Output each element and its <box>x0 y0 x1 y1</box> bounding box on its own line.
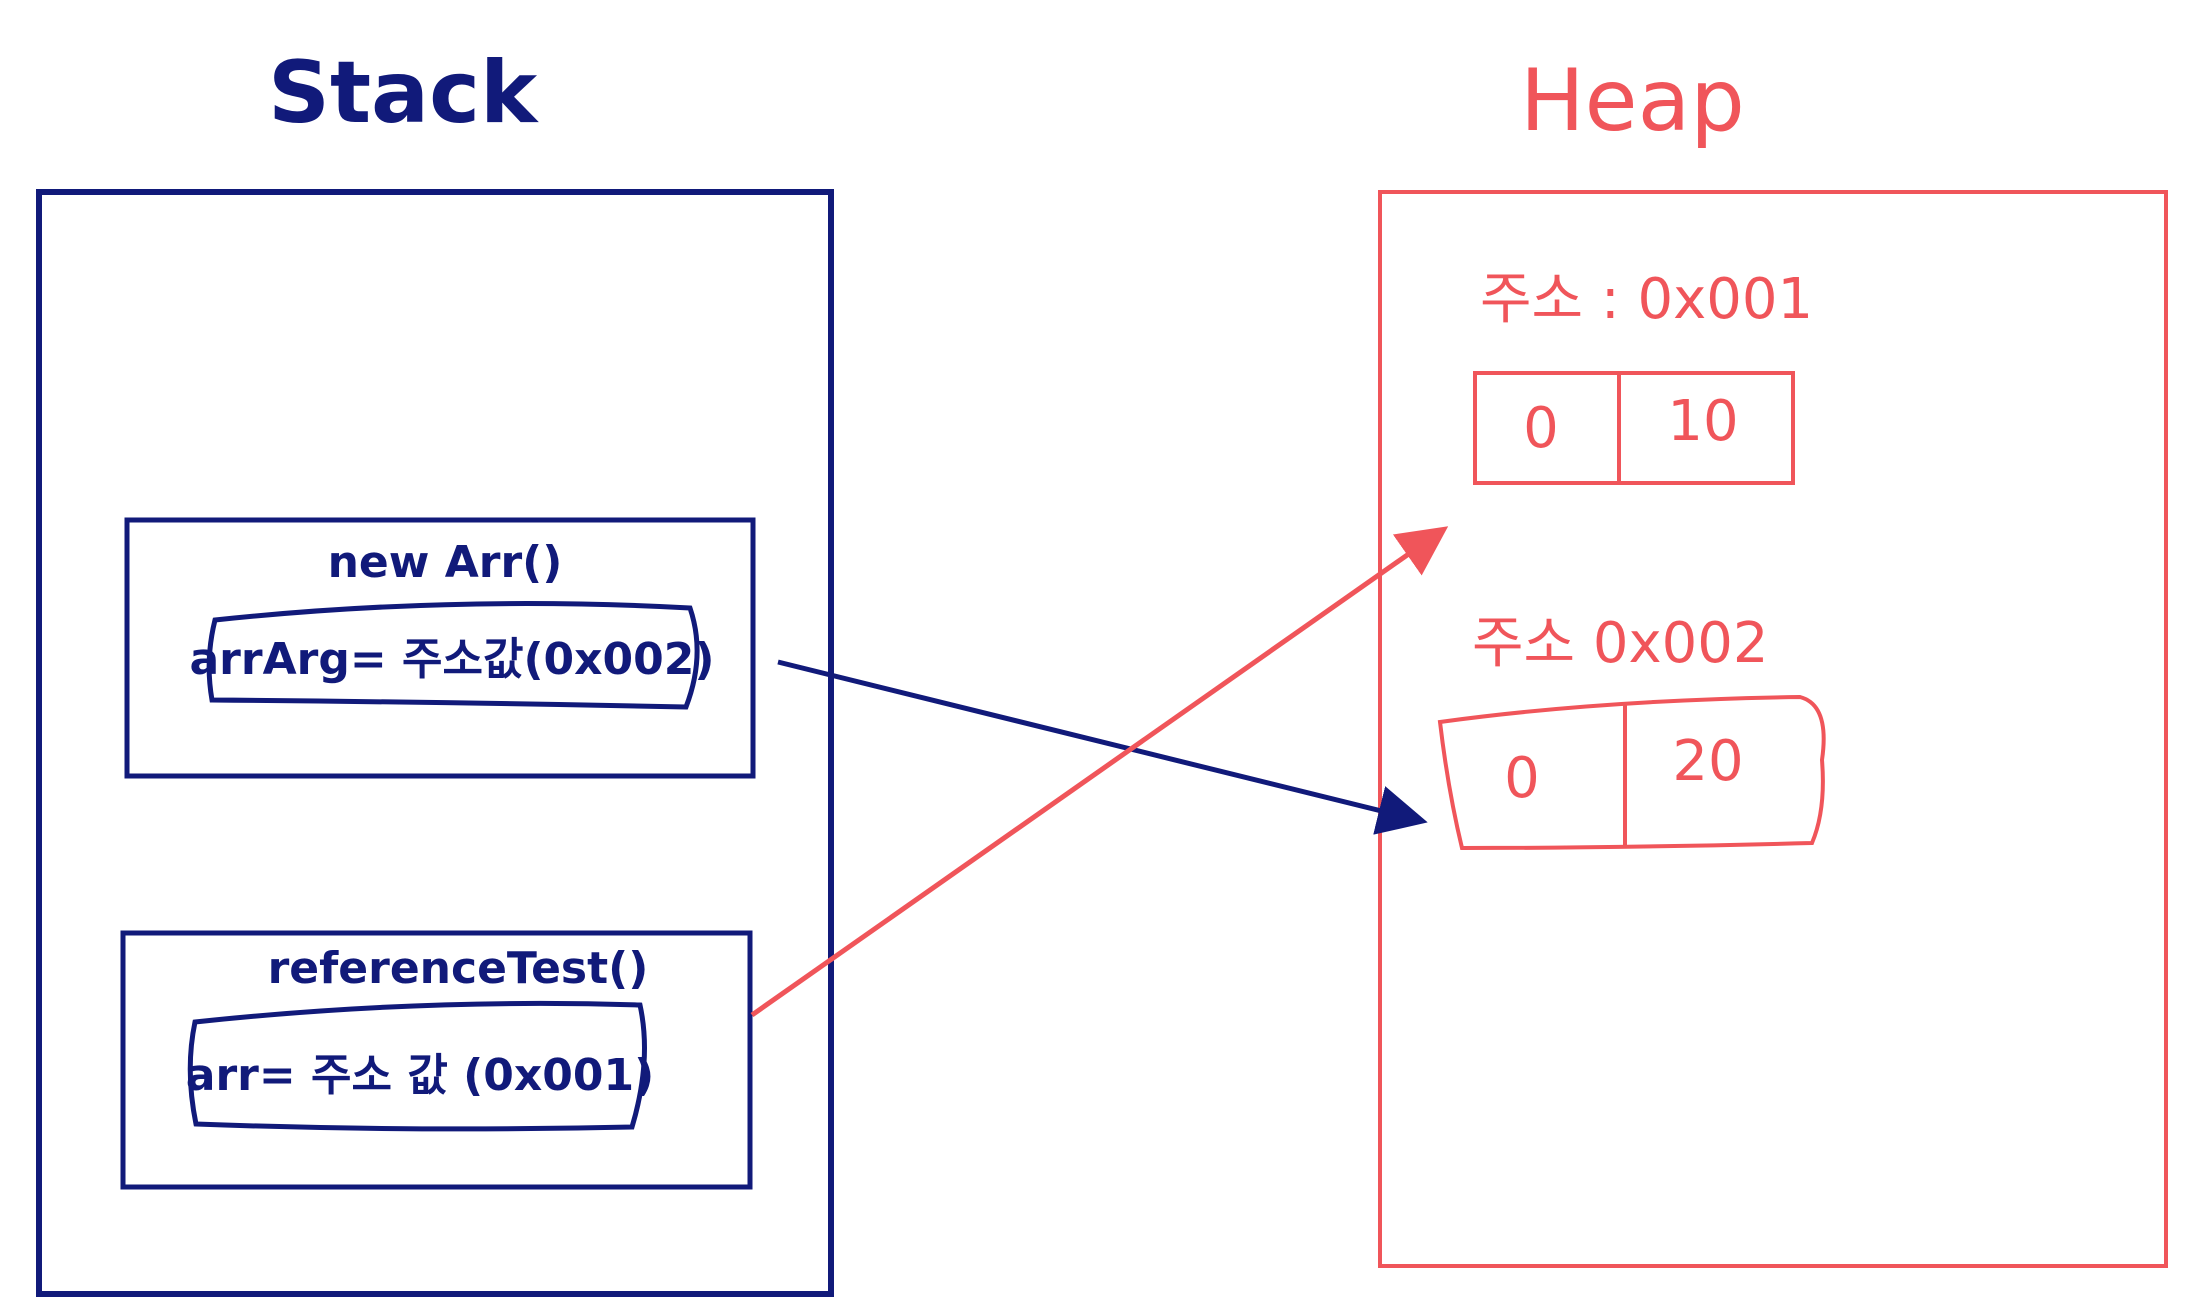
array-cell: 20 <box>1672 729 1743 794</box>
variable-box <box>187 1000 647 1132</box>
heap-array-box <box>1437 694 1826 851</box>
heap-array-box <box>1473 371 1795 485</box>
heap-title: Heap <box>1520 51 1745 151</box>
heap-container <box>1378 190 2168 1268</box>
frame-box <box>124 517 756 779</box>
variable-arr: arr= 주소 값 (0x001) <box>186 1050 654 1101</box>
reference-arrow-arr-to-0x001 <box>750 526 1449 1018</box>
frame-box <box>120 930 753 1190</box>
variable-box <box>206 601 700 710</box>
frame-title: new Arr() <box>328 537 563 588</box>
reference-arrow-arrarg-to-0x002 <box>777 659 1428 835</box>
heap-address-label: 주소 0x002 <box>1472 611 1769 676</box>
heap-array-0x001: 주소 : 0x001 0 10 <box>1473 267 1813 485</box>
array-cell: 0 <box>1523 396 1559 461</box>
array-cell: 10 <box>1667 389 1738 454</box>
stack-frame-reference-test: referenceTest() arr= 주소 값 (0x001) <box>120 930 753 1190</box>
array-cell: 0 <box>1504 746 1540 811</box>
stack-frame-new-arr: new Arr() arrArg= 주소값(0x002) <box>124 517 756 779</box>
frame-title: referenceTest() <box>268 943 649 994</box>
heap-address-label: 주소 : 0x001 <box>1480 267 1813 332</box>
variable-arr-arg: arrArg= 주소값(0x002) <box>189 634 714 685</box>
heap-array-0x002: 주소 0x002 0 20 <box>1437 611 1826 851</box>
stack-container <box>36 189 834 1297</box>
stack-title: Stack <box>268 43 539 143</box>
